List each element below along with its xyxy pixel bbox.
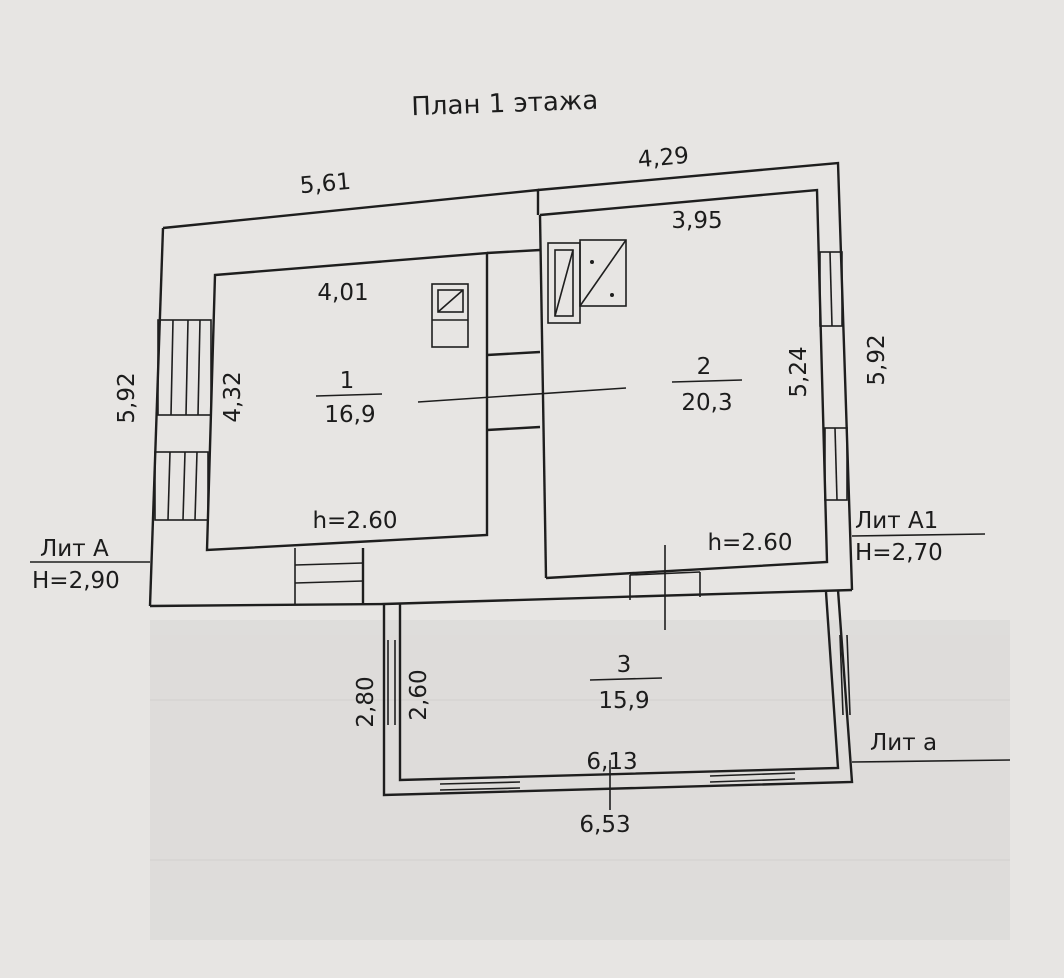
- room-3-number: 3: [617, 652, 632, 678]
- dim-right-outer: 5,92: [864, 334, 890, 385]
- dim-left-outer: 5,92: [114, 372, 140, 423]
- room-2-depth: 5,24: [786, 346, 812, 397]
- liter-annex: Лит а: [851, 730, 1011, 763]
- dim-annex-left-outer: 2,80: [353, 676, 379, 727]
- room-3-outline: [382, 589, 854, 797]
- liter-annex-name: Лит а: [870, 730, 937, 756]
- plan-title: План 1 этажа: [411, 86, 599, 123]
- room-1-width: 4,01: [317, 280, 368, 306]
- room-2-height: h=2.60: [707, 530, 792, 556]
- window-room3-bottom-right: [709, 772, 796, 783]
- dim-top-left: 5,61: [299, 169, 352, 199]
- doors: [294, 548, 701, 604]
- room-1-outline: [205, 251, 489, 552]
- room-3-area: 15,9: [598, 688, 649, 714]
- room-2-label: 2 20,3: [671, 354, 743, 416]
- room-1-label: 1 16,9: [315, 368, 383, 428]
- room-1-depth: 4,32: [220, 371, 246, 422]
- window-room3-right: [839, 634, 851, 716]
- room-3-depth: 2,60: [406, 669, 432, 720]
- stove-room-1: [431, 283, 469, 348]
- window-room3-bottom-left: [439, 781, 521, 791]
- room-1-height: h=2.60: [312, 508, 397, 534]
- liter-a1-name: Лит А1: [855, 508, 938, 534]
- stove-room-2: [547, 239, 627, 324]
- windows: [154, 251, 851, 791]
- window-right-upper: [819, 251, 843, 327]
- window-left-lower: [154, 451, 209, 521]
- room-2-outline: [538, 188, 829, 580]
- dim-bottom-outer: 6,53: [579, 812, 630, 838]
- door-room1-entry: [294, 548, 364, 604]
- liter-a-height: Н=2,90: [32, 568, 120, 594]
- section-lines: [417, 387, 666, 810]
- liter-a-name: Лит А: [40, 536, 109, 562]
- window-right-lower: [824, 427, 848, 501]
- window-room3-left: [387, 640, 396, 725]
- dim-top-right: 4,29: [637, 143, 690, 173]
- room-2-number: 2: [697, 354, 712, 380]
- room-3-width: 6,13: [586, 749, 637, 775]
- liter-a1-height: Н=2,70: [855, 540, 943, 566]
- background-texture: [150, 620, 1010, 940]
- room-3-label: 3 15,9: [589, 652, 663, 714]
- room-2-width: 3,95: [671, 208, 722, 234]
- window-left-upper: [157, 319, 212, 416]
- liter-a: Лит А Н=2,90: [30, 536, 150, 594]
- room-1-area: 16,9: [324, 402, 375, 428]
- liter-a1: Лит А1 Н=2,70: [851, 508, 986, 566]
- partition-wall: [361, 248, 541, 604]
- room-1-number: 1: [340, 368, 355, 394]
- room-2-area: 20,3: [681, 390, 732, 416]
